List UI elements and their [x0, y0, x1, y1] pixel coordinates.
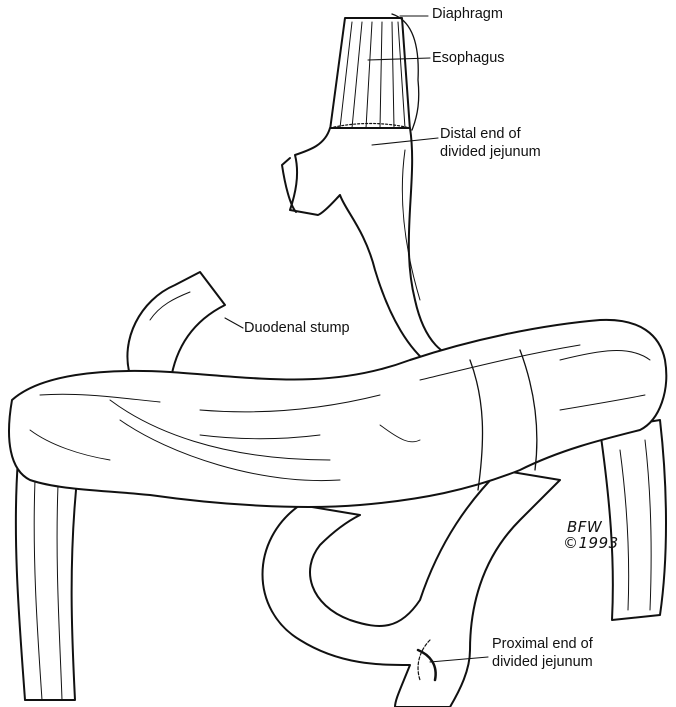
right-colon-limb: [600, 420, 666, 620]
transverse-colon: [9, 320, 666, 507]
label-distal-end-line2: divided jejunum: [440, 144, 541, 161]
duodenal-stump: [127, 272, 225, 385]
label-proximal-end-line2: divided jejunum: [492, 654, 593, 671]
label-duodenal-stump: Duodenal stump: [244, 320, 350, 337]
left-colon-limb: [16, 460, 78, 700]
label-distal-end-line1: Distal end of: [440, 126, 521, 143]
label-proximal-end-line1: Proximal end of: [492, 636, 593, 653]
esophagus: [330, 14, 419, 130]
label-diaphragm: Diaphragm: [432, 6, 503, 23]
artist-initials: BFW: [567, 520, 602, 534]
label-esophagus: Esophagus: [432, 50, 505, 67]
artist-copyright-year: ©1993: [563, 536, 619, 550]
